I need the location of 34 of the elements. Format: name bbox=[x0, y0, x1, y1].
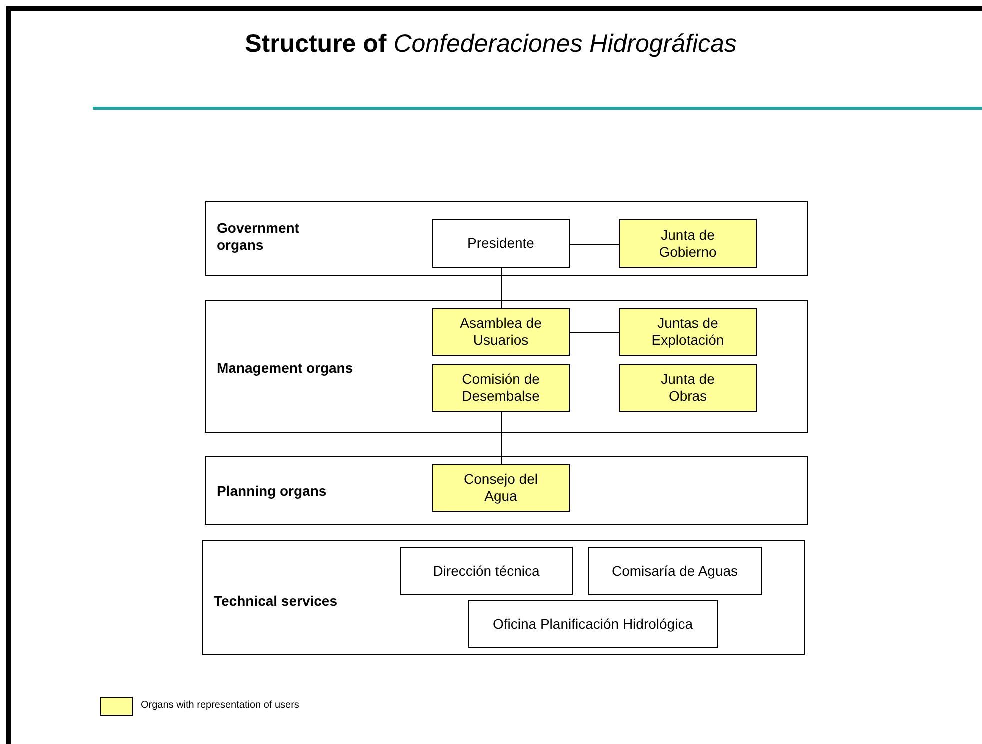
org-box bbox=[619, 364, 757, 412]
org-box bbox=[432, 364, 570, 412]
box-label: Dirección técnica bbox=[433, 562, 540, 580]
box-label: Junta de Gobierno bbox=[658, 226, 718, 260]
connector-line bbox=[570, 332, 620, 333]
org-box bbox=[432, 464, 570, 512]
group-heading: Government organs bbox=[217, 220, 300, 254]
org-box bbox=[619, 308, 757, 356]
org-box bbox=[619, 219, 757, 268]
group-heading: Planning organs bbox=[217, 483, 328, 500]
group-band bbox=[205, 201, 808, 276]
group-heading: Technical services bbox=[214, 593, 338, 610]
box-label: Presidente bbox=[468, 235, 534, 252]
title: Structure of Confederaciones Hidrográficas bbox=[244, 30, 738, 59]
org-box bbox=[432, 219, 570, 268]
group-band bbox=[205, 300, 808, 433]
group-band bbox=[202, 540, 805, 655]
org-box bbox=[588, 547, 762, 595]
box-label: Consejo del Agua bbox=[463, 471, 539, 505]
org-box bbox=[468, 600, 718, 648]
group-band bbox=[205, 456, 808, 525]
box-label: Oficina Planificación Hidrológica bbox=[493, 616, 693, 632]
box-label: Comisión de Desembalse bbox=[461, 371, 541, 405]
legend-label: Organs with representation of users bbox=[141, 700, 300, 711]
box-label: Asamblea de Usuarios bbox=[459, 315, 543, 349]
group-heading: Management organs bbox=[217, 360, 354, 377]
connector-line bbox=[501, 268, 502, 308]
org-box bbox=[432, 308, 570, 356]
box-label: Comisaría de Aguas bbox=[612, 562, 738, 580]
box-label: Junta de Obras bbox=[660, 371, 716, 405]
connector-line bbox=[501, 412, 502, 464]
connector-line bbox=[570, 244, 620, 245]
box-label: Juntas de Explotación bbox=[650, 315, 726, 349]
org-box bbox=[400, 547, 573, 595]
